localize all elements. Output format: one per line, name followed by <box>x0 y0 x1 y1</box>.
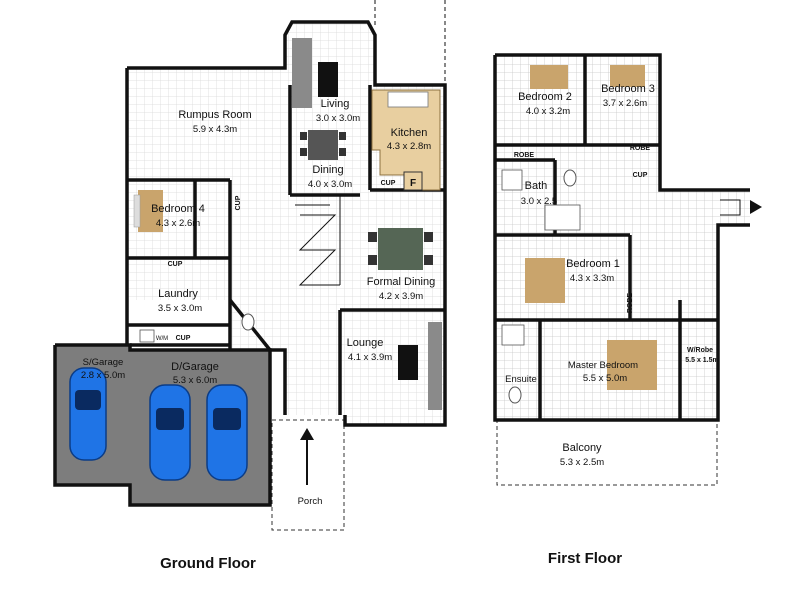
bedroom3-dim: 3.7 x 2.6m <box>603 98 647 109</box>
fixture-tags: CUP CUP CUP CUP CUP ROBE ROBE ROBE F W/M <box>156 145 651 342</box>
bedroom3-name: Bedroom 3 <box>601 83 655 95</box>
living-dim: 3.0 x 3.0m <box>316 113 360 124</box>
bedroom4-bed <box>138 190 163 232</box>
cup-tag: CUP <box>633 172 648 179</box>
bath-name: Bath <box>525 180 548 192</box>
lounge-dim: 4.1 x 3.9m <box>348 352 392 363</box>
robe-tag: ROBE <box>514 152 535 159</box>
cup-tag: CUP <box>176 335 191 342</box>
balcony-dim: 5.3 x 2.5m <box>560 457 604 468</box>
rumpus-room-dim: 5.9 x 4.3m <box>193 124 237 135</box>
stairs <box>295 195 341 286</box>
cup-tag: CUP <box>381 180 396 187</box>
formal-dining-dim: 4.2 x 3.9m <box>379 291 423 302</box>
cup-tag: CUP <box>235 195 242 210</box>
balcony-name: Balcony <box>562 442 602 454</box>
dgarage-dim: 5.3 x 6.0m <box>173 375 217 386</box>
kitchen-sink <box>387 91 429 108</box>
ground-floor-title: Ground Floor <box>160 555 256 572</box>
bathtub <box>544 204 581 231</box>
dining-name: Dining <box>312 164 343 176</box>
laundry-name: Laundry <box>158 288 198 300</box>
first-floor-plan <box>493 53 762 486</box>
ensuite-name: Ensuite <box>505 374 537 385</box>
sgarage-dim: 2.8 x 5.0m <box>81 370 125 381</box>
living-name: Living <box>321 98 350 110</box>
toilet <box>508 386 522 404</box>
fridge-tag: F <box>410 178 416 189</box>
dining-dim: 4.0 x 3.0m <box>308 179 352 190</box>
wrobe-name: W/Robe <box>687 347 713 354</box>
master-name: Master Bedroom <box>568 360 638 371</box>
dining-table <box>308 130 338 160</box>
toilet <box>563 169 577 187</box>
bedroom1-dim: 4.3 x 3.3m <box>570 273 614 284</box>
robe-tag: ROBE <box>627 293 634 314</box>
bedroom2-name: Bedroom 2 <box>518 91 572 103</box>
balcony-outline <box>496 419 718 486</box>
bedroom4-dim: 4.3 x 2.6m <box>156 218 200 229</box>
living-tv-unit <box>318 62 338 97</box>
car-icon <box>149 384 191 481</box>
sgarage-name: S/Garage <box>83 357 124 368</box>
toilet <box>241 313 255 331</box>
stair-arrow-icon <box>720 199 762 216</box>
car-icon <box>69 367 107 461</box>
bedroom2-bed <box>530 65 568 89</box>
master-bed <box>607 340 657 390</box>
kitchen-name: Kitchen <box>391 127 428 139</box>
lounge-sofa <box>428 322 442 410</box>
formal-dining-name: Formal Dining <box>367 276 435 288</box>
washing-machine <box>139 329 155 343</box>
robe-tag: ROBE <box>630 145 651 152</box>
entry-arrow-icon <box>300 428 314 485</box>
shower <box>501 169 523 191</box>
room-labels: Rumpus Room 5.9 x 4.3m Living 3.0 x 3.0m… <box>81 83 719 507</box>
washing-machine-tag: W/M <box>156 336 168 342</box>
ground-floor-plan <box>53 0 447 531</box>
cup-tag: CUP <box>168 261 183 268</box>
laundry-dim: 3.5 x 3.0m <box>158 303 202 314</box>
car-icon <box>206 384 248 481</box>
bedroom4-name: Bedroom 4 <box>151 203 205 215</box>
master-dim: 5.5 x 5.0m <box>583 373 627 384</box>
formal-dining-table <box>378 228 423 270</box>
dgarage-name: D/Garage <box>171 361 219 373</box>
bath-dim: 3.0 x 2.5 <box>521 196 557 207</box>
porch-name: Porch <box>298 496 323 507</box>
lounge-name: Lounge <box>347 337 384 349</box>
rumpus-room-name: Rumpus Room <box>178 109 251 121</box>
ensuite-shower <box>501 324 525 346</box>
wrobe-dim: 5.5 x 1.5m <box>685 357 718 364</box>
fridge <box>403 171 423 191</box>
bedroom2-dim: 4.0 x 3.2m <box>526 106 570 117</box>
ground-floor-area <box>127 25 445 425</box>
bedroom1-name: Bedroom 1 <box>566 258 620 270</box>
bedroom3-bed <box>610 65 645 87</box>
kitchen-dim: 4.3 x 2.8m <box>387 141 431 152</box>
living-sofa <box>292 38 312 108</box>
porch-outline <box>271 419 345 531</box>
bedroom1-bed <box>525 258 565 303</box>
lounge-tv-unit <box>398 345 418 380</box>
first-floor-title: First Floor <box>548 550 622 567</box>
